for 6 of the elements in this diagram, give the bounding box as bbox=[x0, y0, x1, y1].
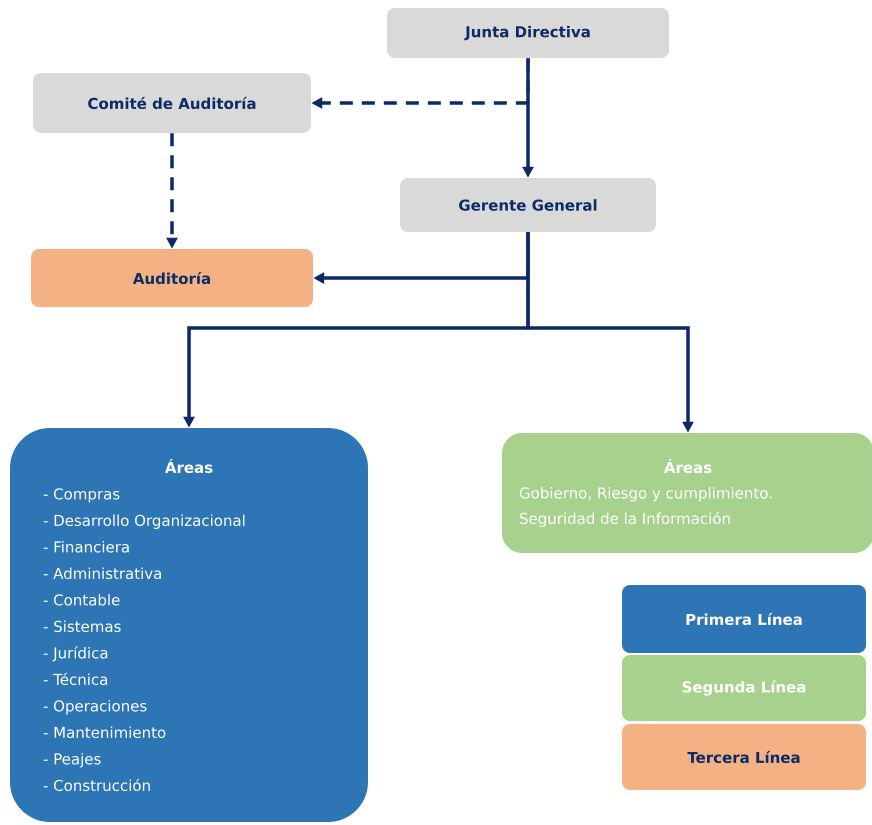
title-box: Junta Directiva bbox=[387, 8, 669, 58]
manager-box: Gerente General bbox=[400, 178, 656, 232]
audit-box: Auditoría bbox=[31, 249, 313, 307]
areas-box: Áreas - Compras - Desarrollo Organizacional - Financiera - Administrativa - Contable - Sistemas - Jurídica - Técnica - Operaciones - Mantenimiento - Peajes - Construcción bbox=[10, 428, 368, 822]
areas-box: Áreas Gobierno, Riesgo y cumplimiento. Seguridad de la Información bbox=[502, 433, 872, 553]
committee-box: Comité de Auditoría bbox=[33, 73, 311, 133]
